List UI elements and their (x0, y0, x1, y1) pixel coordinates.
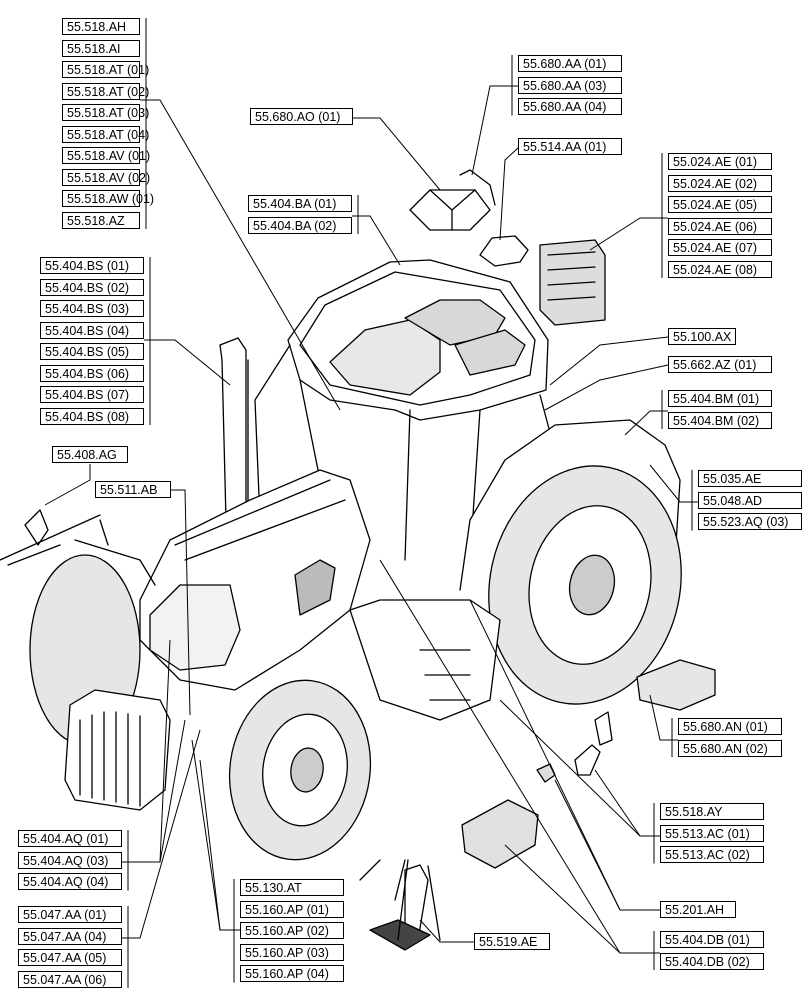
callout-55-518-aw-01[interactable]: 55.518.AW (01) (62, 190, 154, 207)
callout-55-680-an-01[interactable]: 55.680.AN (01) (678, 718, 782, 735)
callout-55-404-db-02[interactable]: 55.404.DB (02) (660, 952, 764, 970)
callout-55-404-bs-05[interactable]: 55.404.BS (05) (40, 343, 144, 360)
leader-g9 (544, 364, 669, 411)
leader-g2 (471, 85, 518, 176)
callout-55-024-ae-01[interactable]: 55.024.AE (01) (668, 153, 772, 170)
leader-g7 (144, 339, 231, 386)
tractor-illustration (0, 169, 716, 951)
callout-55-047-aa-05[interactable]: 55.047.AA (05) (18, 949, 122, 966)
cab-frame (299, 379, 561, 561)
leader-g11 (44, 464, 91, 506)
callout-55-024-ae-08[interactable]: 55.024.AE (08) (668, 260, 772, 278)
roof-beacon (409, 189, 491, 231)
leader-g6 (352, 215, 401, 266)
leader-g10 (624, 410, 668, 436)
callout-55-680-an-02[interactable]: 55.680.AN (02) (678, 739, 782, 757)
callout-55-160-ap-01[interactable]: 55.160.AP (01) (240, 900, 344, 918)
leader-lines (44, 18, 698, 988)
callout-55-047-aa-01[interactable]: 55.047.AA (01) (18, 906, 122, 923)
callout-55-404-bs-06[interactable]: 55.404.BS (06) (40, 364, 144, 382)
callout-55-518-av-02[interactable]: 55.518.AV (02) (62, 168, 150, 186)
callout-55-047-aa-04[interactable]: 55.047.AA (04) (18, 927, 122, 945)
callout-55-513-ac-01[interactable]: 55.513.AC (01) (660, 824, 764, 842)
callout-55-404-bs-07[interactable]: 55.404.BS (07) (40, 386, 144, 403)
work-light (479, 235, 529, 267)
callout-55-404-bm-01[interactable]: 55.404.BM (01) (668, 390, 772, 407)
leader-g3 (353, 117, 441, 191)
leader-g8 (549, 336, 669, 386)
callout-55-404-bs-03[interactable]: 55.404.BS (03) (40, 300, 144, 317)
callout-55-048-ad[interactable]: 55.048.AD (698, 491, 802, 509)
callout-55-518-av-01[interactable]: 55.518.AV (01) (62, 147, 150, 164)
callout-55-523-aq-03[interactable]: 55.523.AQ (03) (698, 513, 802, 530)
callout-55-404-ba-01[interactable]: 55.404.BA (01) (248, 195, 352, 212)
leader-extra-g17 (191, 739, 221, 931)
callout-55-518-at-02[interactable]: 55.518.AT (02) (62, 82, 149, 100)
callout-55-518-ay[interactable]: 55.518.AY (660, 803, 764, 820)
callout-55-513-ac-02[interactable]: 55.513.AC (02) (660, 846, 764, 863)
callout-55-035-ae[interactable]: 55.035.AE (698, 470, 802, 487)
callout-55-519-ae[interactable]: 55.519.AE (474, 933, 550, 950)
callout-55-404-bs-02[interactable]: 55.404.BS (02) (40, 278, 144, 296)
callout-55-047-aa-06[interactable]: 55.047.AA (06) (18, 970, 122, 988)
callout-55-024-ae-07[interactable]: 55.024.AE (07) (668, 239, 772, 256)
callout-55-680-ao-01[interactable]: 55.680.AO (01) (250, 108, 353, 125)
leader-g12 (171, 489, 191, 716)
callout-55-680-aa-04[interactable]: 55.680.AA (04) (518, 98, 622, 115)
callout-55-201-ah[interactable]: 55.201.AH (660, 901, 736, 918)
leader-g18 (122, 729, 201, 939)
callout-55-130-at[interactable]: 55.130.AT (240, 879, 344, 896)
sensor (536, 763, 556, 783)
callout-55-680-aa-03[interactable]: 55.680.AA (03) (518, 76, 622, 94)
leader-g20 (419, 919, 474, 943)
leader-g14 (649, 694, 678, 741)
seat-belt-buckle (574, 744, 601, 776)
callout-55-024-ae-02[interactable]: 55.024.AE (02) (668, 174, 772, 192)
callout-55-518-at-04[interactable]: 55.518.AT (04) (62, 125, 149, 143)
callout-55-518-az[interactable]: 55.518.AZ (62, 211, 140, 229)
callout-55-404-db-01[interactable]: 55.404.DB (01) (660, 931, 764, 948)
callout-55-680-aa-01[interactable]: 55.680.AA (01) (518, 55, 622, 72)
callout-55-404-bs-08[interactable]: 55.404.BS (08) (40, 407, 144, 425)
air-filter (636, 659, 716, 711)
front-weights (64, 689, 171, 811)
callout-55-408-ag[interactable]: 55.408.AG (52, 446, 128, 463)
leader-extra-g21 (379, 559, 621, 954)
leader-extra-g19 (469, 599, 621, 911)
callout-55-404-bs-04[interactable]: 55.404.BS (04) (40, 321, 144, 339)
callout-55-511-ab[interactable]: 55.511.AB (95, 481, 171, 498)
leader-g13 (649, 464, 698, 503)
callout-55-160-ap-03[interactable]: 55.160.AP (03) (240, 943, 344, 961)
leader-extra-g16 (159, 639, 171, 863)
callout-55-662-az-01[interactable]: 55.662.AZ (01) (668, 356, 772, 373)
callout-55-404-aq-03[interactable]: 55.404.AQ (03) (18, 851, 122, 869)
callout-55-514-aa-01[interactable]: 55.514.AA (01) (518, 138, 622, 155)
callout-55-404-ba-02[interactable]: 55.404.BA (02) (248, 216, 352, 234)
callout-55-404-bs-01[interactable]: 55.404.BS (01) (40, 257, 144, 274)
leader-extra-g15 (499, 699, 641, 837)
controller-box (461, 799, 539, 869)
ecu-module (539, 239, 606, 326)
callout-55-404-aq-01[interactable]: 55.404.AQ (01) (18, 830, 122, 847)
leader-g5 (589, 217, 668, 251)
callout-55-100-ax[interactable]: 55.100.AX (668, 328, 736, 345)
callout-55-518-ah[interactable]: 55.518.AH (62, 18, 140, 35)
callout-55-404-bm-02[interactable]: 55.404.BM (02) (668, 411, 772, 429)
leader-g19 (554, 779, 660, 911)
leader-g1 (140, 99, 341, 411)
callout-55-160-ap-02[interactable]: 55.160.AP (02) (240, 922, 344, 939)
callout-55-160-ap-04[interactable]: 55.160.AP (04) (240, 965, 344, 982)
callout-55-404-aq-04[interactable]: 55.404.AQ (04) (18, 873, 122, 890)
callout-55-518-ai[interactable]: 55.518.AI (62, 39, 140, 57)
callout-55-518-at-01[interactable]: 55.518.AT (01) (62, 61, 149, 78)
callout-55-024-ae-06[interactable]: 55.024.AE (06) (668, 217, 772, 235)
horn (24, 509, 49, 546)
leader-g4 (499, 147, 519, 241)
leader-g15 (594, 769, 660, 837)
callout-55-024-ae-05[interactable]: 55.024.AE (05) (668, 196, 772, 213)
exhaust-stack (219, 337, 247, 526)
callout-55-518-at-03[interactable]: 55.518.AT (03) (62, 104, 149, 121)
